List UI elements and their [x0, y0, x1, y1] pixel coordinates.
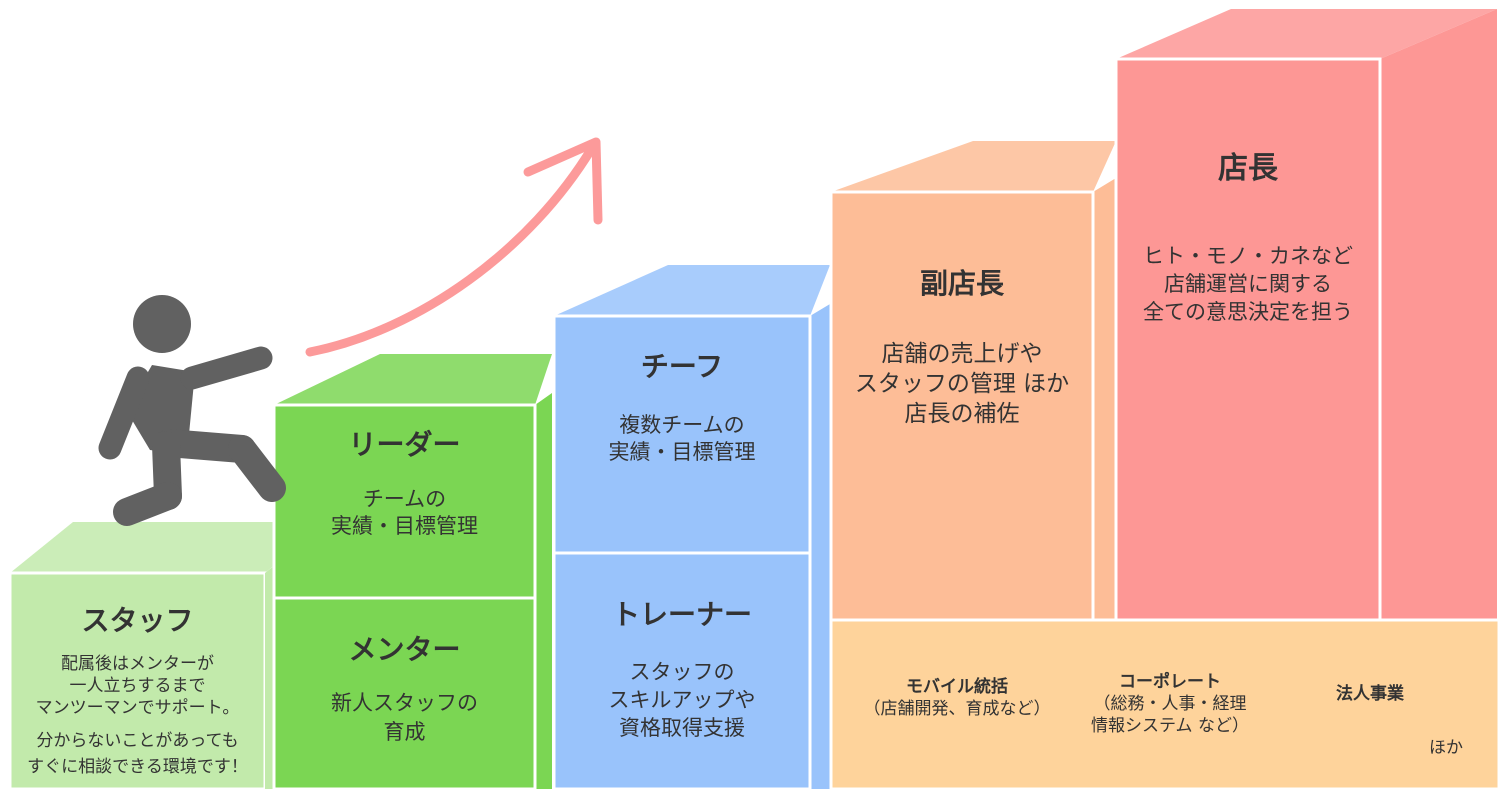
trainer-desc: スタッフの スキルアップや 資格取得支援 — [608, 660, 756, 740]
mobile-division: モバイル統括 （店舗開発、育成など） — [863, 677, 1051, 719]
staff-desc-1: 配属後はメンターが 一人立ちするまで マンツーマンでサポート。 — [35, 654, 240, 718]
person-running-icon — [98, 295, 286, 526]
orange-step — [829, 141, 1116, 622]
vice-manager-desc: 店舗の売上げや スタッフの管理 ほか 店長の補佐 — [854, 341, 1070, 427]
manager-desc: ヒト・モノ・カネなど 店舗運営に関する 全ての意思決定を担う — [1143, 244, 1353, 324]
trainer-title: トレーナー — [611, 598, 752, 631]
manager-title: 店長 — [1218, 151, 1278, 186]
mentor-title: メンター — [348, 633, 461, 666]
etc-label: ほか — [1429, 738, 1463, 758]
blue-step — [552, 265, 830, 789]
business-division: 法人事業 — [1336, 684, 1404, 704]
arrow-up-right-icon — [305, 137, 603, 357]
vice-manager-title: 副店長 — [919, 267, 1004, 300]
corporate-base — [829, 618, 1501, 789]
leader-desc: チームの 実績・目標管理 — [331, 487, 478, 538]
staff-title: スタッフ — [81, 604, 194, 637]
staff-step — [8, 522, 326, 789]
red-step — [1114, 9, 1497, 622]
staff-desc-2: 分からないことがあっても すぐに相談できる環境です！ — [27, 731, 248, 777]
leader-title: リーダー — [348, 428, 461, 461]
chief-title: チーフ — [640, 350, 724, 383]
green-step — [272, 354, 552, 789]
mentor-desc: 新人スタッフの 育成 — [331, 691, 478, 744]
chief-desc: 複数チームの 実績・目標管理 — [608, 413, 756, 464]
corporate-division: コーポレート （総務・人事・経理 情報システム など） — [1091, 672, 1249, 736]
